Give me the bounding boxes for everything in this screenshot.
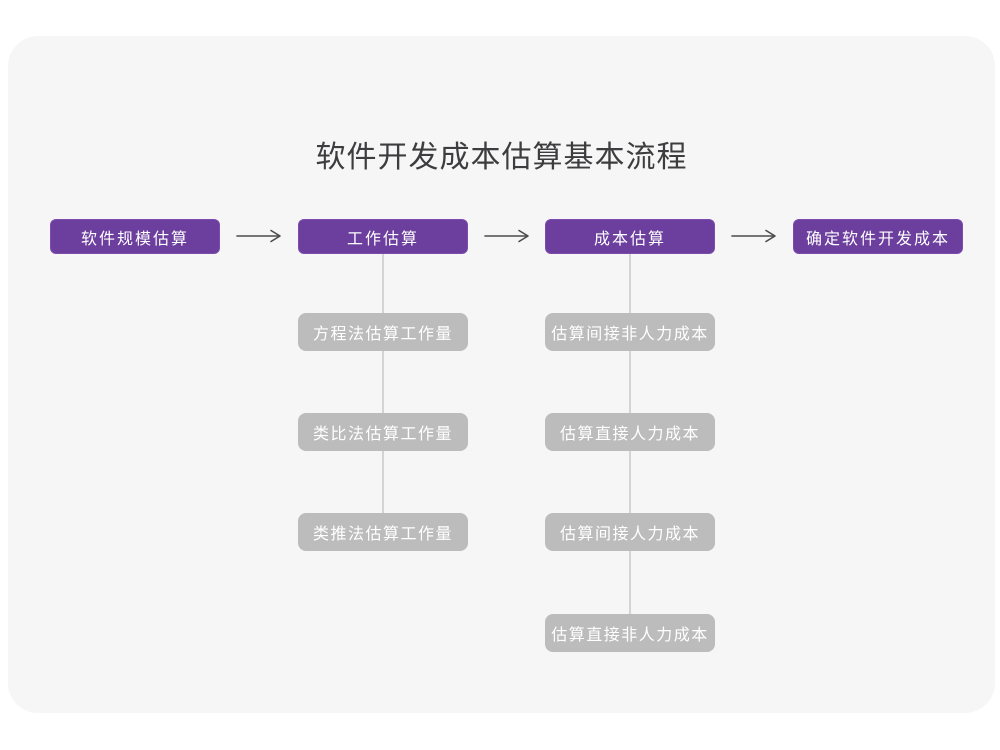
arrow-right-icon — [484, 229, 530, 243]
sub-node-equation-method: 方程法估算工作量 — [298, 313, 468, 351]
flow-node-work-estimation: 工作估算 — [298, 219, 468, 254]
flow-node-determine-dev-cost: 确定软件开发成本 — [793, 219, 963, 254]
arrow-right-icon — [731, 229, 777, 243]
flowchart-diagram: 软件开发成本估算基本流程 软件规模估算 工作估算 成本估算 确定软件开发成本 — [8, 36, 995, 713]
sub-node-indirect-nonlabor-cost: 估算间接非人力成本 — [545, 313, 715, 351]
sub-node-indirect-labor-cost: 估算间接人力成本 — [545, 513, 715, 551]
sub-node-analogy-method: 类比法估算工作量 — [298, 413, 468, 451]
flow-node-cost-estimation: 成本估算 — [545, 219, 715, 254]
connector-line-work — [382, 254, 384, 532]
page-title: 软件开发成本估算基本流程 — [315, 141, 688, 174]
flowchart-card: 软件开发成本估算基本流程 软件规模估算 工作估算 成本估算 确定软件开发成本 — [8, 36, 995, 713]
flow-node-software-scale-estimation: 软件规模估算 — [50, 219, 220, 254]
sub-node-direct-nonlabor-cost: 估算直接非人力成本 — [545, 614, 715, 652]
sub-node-direct-labor-cost: 估算直接人力成本 — [545, 413, 715, 451]
sub-node-extrapolation-method: 类推法估算工作量 — [298, 513, 468, 551]
arrow-right-icon — [236, 229, 282, 243]
